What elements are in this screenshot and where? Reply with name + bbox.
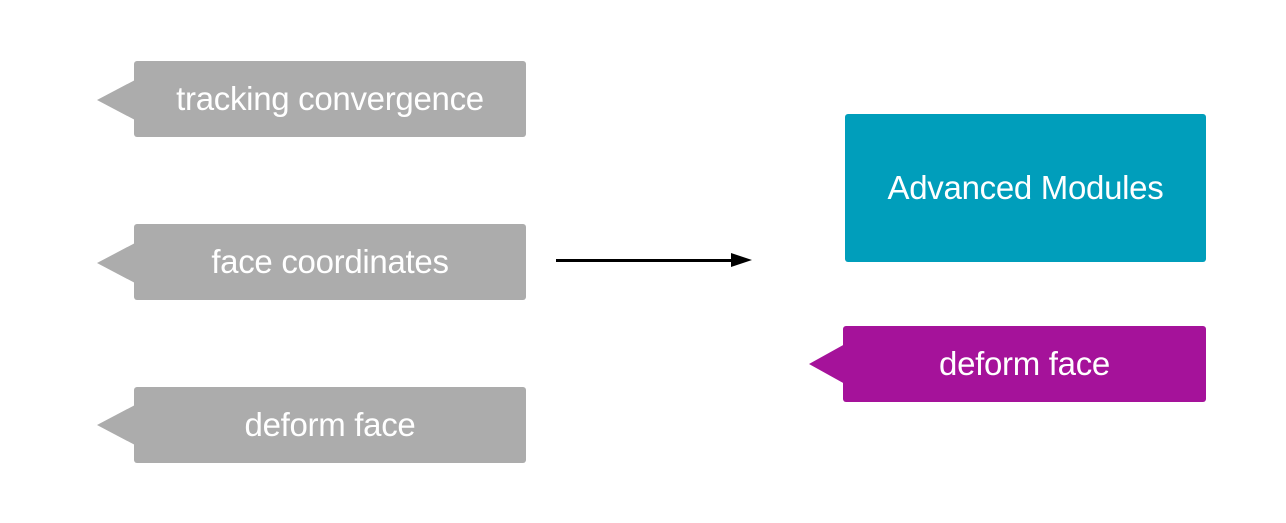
tracking-convergence-block[interactable]: tracking convergence	[134, 61, 526, 137]
advanced-modules-category[interactable]: Advanced Modules	[845, 114, 1206, 262]
block-tab	[97, 405, 135, 445]
block-label: face coordinates	[211, 243, 449, 280]
block-label: deform face	[939, 345, 1110, 382]
deform-face-result-block[interactable]: deform face	[843, 326, 1206, 402]
block-label: deform face	[244, 406, 416, 443]
category-label: Advanced Modules	[887, 169, 1164, 206]
block-label: tracking convergence	[176, 80, 484, 117]
arrow-head	[731, 253, 752, 267]
arrow-line	[556, 259, 734, 262]
block-tab	[97, 80, 135, 120]
block-tab	[809, 344, 845, 384]
face-coordinates-block[interactable]: face coordinates	[134, 224, 526, 300]
block-tab	[97, 243, 135, 283]
deform-face-block[interactable]: deform face	[134, 387, 526, 463]
